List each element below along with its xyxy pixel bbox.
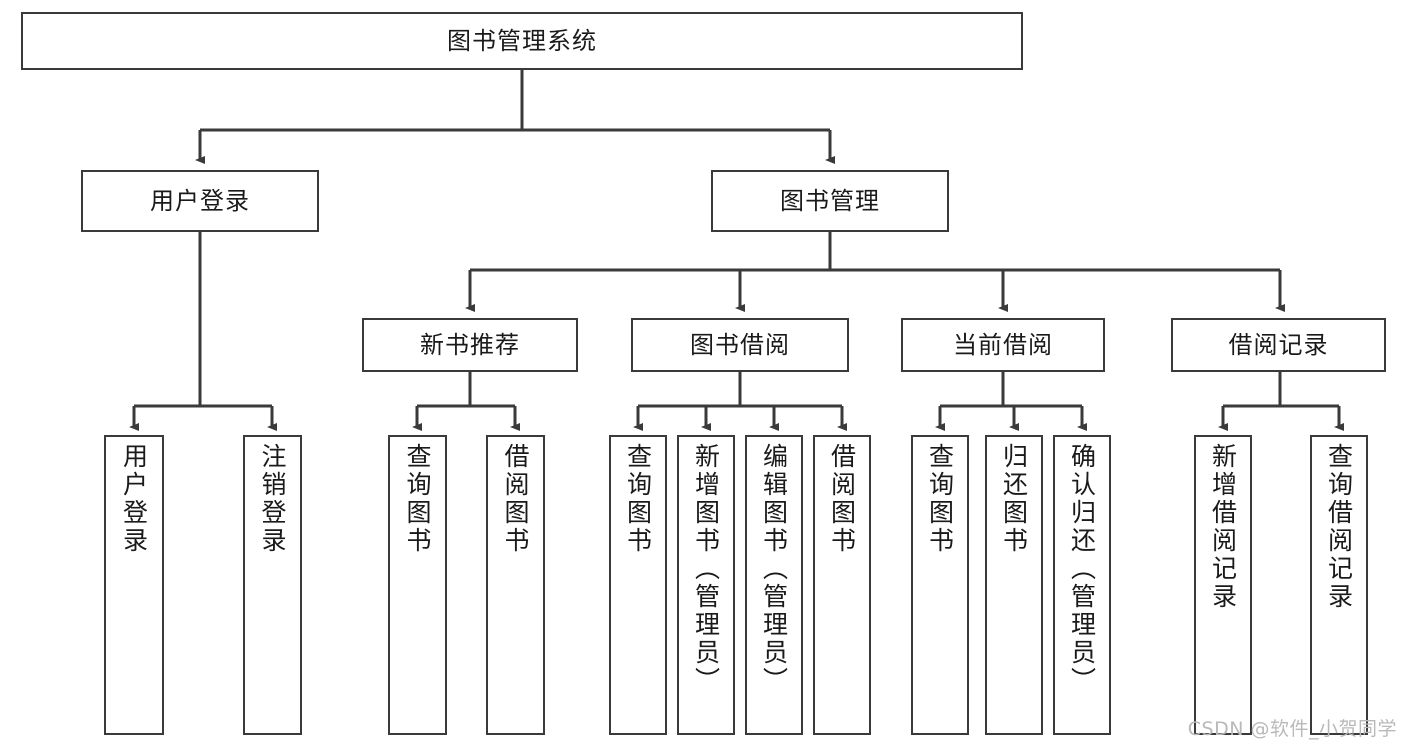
node-label: 用户登录	[150, 186, 250, 215]
node-leaf-logout[interactable]: 注销登录	[243, 435, 302, 735]
csdn-watermark: CSDN @软件_小贺同学	[1187, 718, 1397, 740]
node-book-management[interactable]: 图书管理	[711, 170, 949, 232]
node-label: 归还图书	[999, 443, 1029, 555]
node-borrow-record[interactable]: 借阅记录	[1171, 318, 1386, 372]
node-leaf-return-book[interactable]: 归还图书	[985, 435, 1043, 735]
node-label: 图书借阅	[690, 330, 790, 359]
node-label: 确认归还（管理员）	[1067, 443, 1097, 695]
node-new-book-recommend[interactable]: 新书推荐	[362, 318, 578, 372]
node-label: 借阅记录	[1228, 330, 1329, 359]
node-book-borrow[interactable]: 图书借阅	[631, 318, 849, 372]
node-root-system[interactable]: 图书管理系统	[21, 12, 1023, 70]
node-label: 新增图书（管理员）	[691, 443, 721, 695]
node-label: 注销登录	[258, 443, 287, 555]
node-label: 编辑图书（管理员）	[759, 443, 789, 695]
node-label: 借阅图书	[827, 443, 857, 555]
node-label: 借阅图书	[501, 443, 530, 555]
node-label: 当前借阅	[953, 330, 1053, 359]
node-label: 查询图书	[925, 443, 955, 555]
node-label: 新书推荐	[420, 330, 520, 359]
node-label: 查询图书	[403, 443, 432, 555]
node-label: 查询借阅记录	[1324, 443, 1354, 611]
node-label: 新增借阅记录	[1208, 443, 1238, 611]
node-label: 用户登录	[119, 443, 149, 555]
node-leaf-add-book[interactable]: 新增图书（管理员）	[677, 435, 735, 735]
node-current-borrow[interactable]: 当前借阅	[901, 318, 1105, 372]
node-leaf-add-borrow-record[interactable]: 新增借阅记录	[1194, 435, 1252, 735]
node-leaf-confirm-return[interactable]: 确认归还（管理员）	[1053, 435, 1111, 735]
node-leaf-borrow-book[interactable]: 借阅图书	[813, 435, 871, 735]
node-leaf-query-book-recommend[interactable]: 查询图书	[388, 435, 447, 735]
node-leaf-query-book-current[interactable]: 查询图书	[911, 435, 969, 735]
node-leaf-query-book-borrow[interactable]: 查询图书	[609, 435, 667, 735]
node-leaf-query-borrow-record[interactable]: 查询借阅记录	[1310, 435, 1368, 735]
node-label: 查询图书	[623, 443, 653, 555]
node-label: 图书管理系统	[447, 26, 597, 55]
node-leaf-borrow-book-recommend[interactable]: 借阅图书	[486, 435, 545, 735]
node-label: 图书管理	[780, 186, 880, 215]
node-user-login[interactable]: 用户登录	[81, 170, 319, 232]
node-leaf-edit-book[interactable]: 编辑图书（管理员）	[745, 435, 803, 735]
node-leaf-user-login[interactable]: 用户登录	[104, 435, 164, 735]
